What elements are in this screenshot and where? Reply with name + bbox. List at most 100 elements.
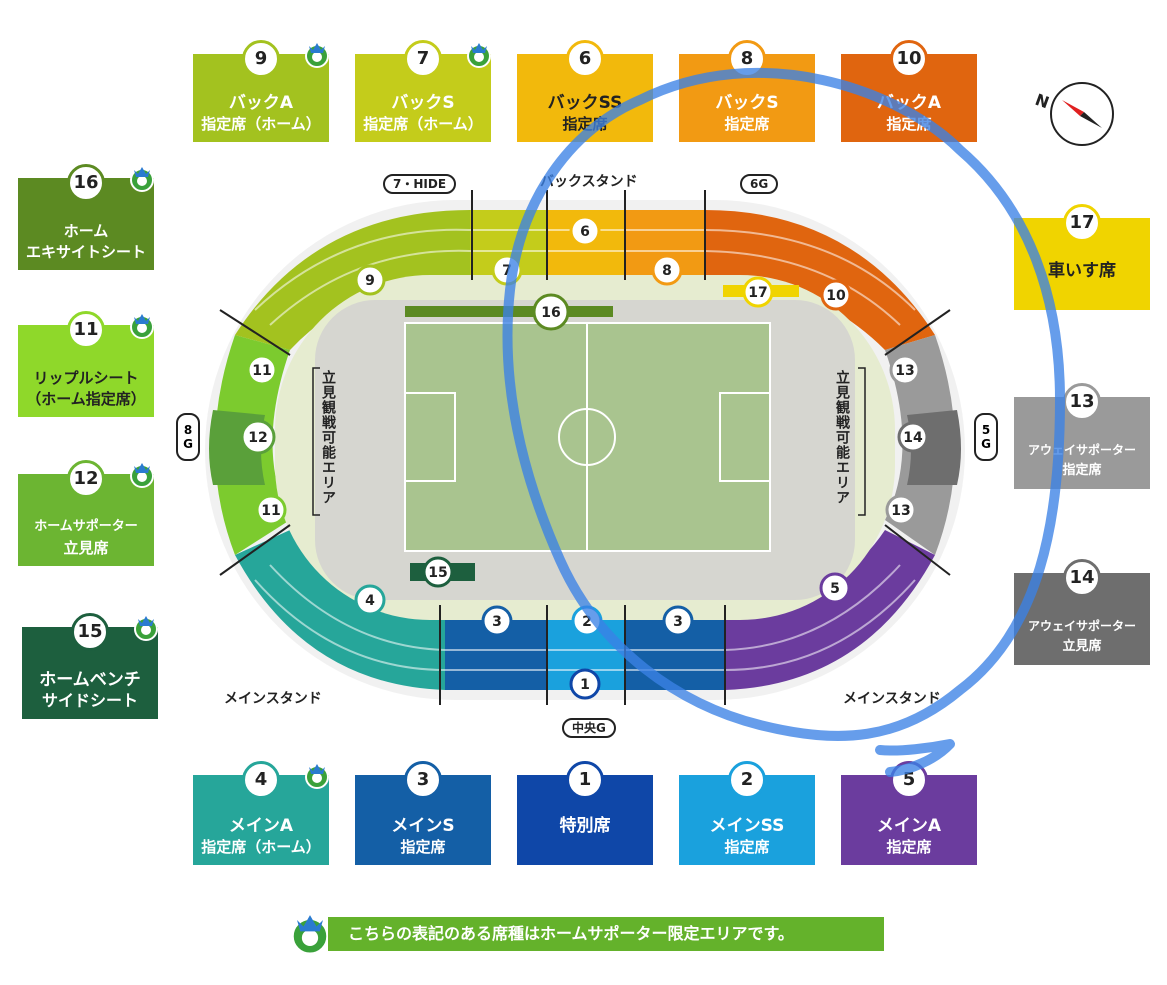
marker-1-label: 1: [580, 677, 590, 693]
seat-number-badge: 10: [890, 40, 928, 78]
seat-card-5[interactable]: 5 メインA 指定席: [841, 761, 977, 865]
marker-12-label: 12: [248, 430, 267, 446]
marker-13-top-label: 13: [895, 363, 914, 379]
stadium-map: 9 7 6 8 17 10 16 11 12 11 13 14 13 15 4 …: [205, 190, 965, 705]
seat-name: リップルシート: [33, 369, 139, 387]
gate-7-hide: 7・HIDE: [383, 174, 457, 194]
marker-2-label: 2: [582, 614, 592, 630]
marker-13-top: [889, 354, 921, 386]
seat-type: 立見席: [1062, 639, 1102, 654]
marker-13-bottom: [885, 494, 917, 526]
marker-6: [569, 215, 601, 247]
seat-type: 指定席: [1062, 463, 1102, 478]
marker-6-label: 6: [580, 224, 590, 240]
standing-area-right-label: 立見観戦可能エリア: [834, 370, 850, 505]
seat-name: 特別席: [559, 816, 611, 836]
gate-central: 中央G: [562, 718, 616, 738]
standing-area-left-label: 立見観戦可能エリア: [320, 370, 336, 505]
marker-8: [651, 254, 683, 286]
marker-12: [240, 419, 276, 455]
seat-name: ホームサポーター: [34, 519, 138, 534]
seat-card-12[interactable]: 12 ホームサポーター 立見席: [18, 460, 154, 566]
marker-10: [820, 279, 852, 311]
seat-type: エキサイトシート: [25, 243, 146, 261]
seat-number-badge: 6: [566, 40, 604, 78]
seat-number-badge: 7: [404, 40, 442, 78]
seat-type: 指定席: [400, 838, 446, 856]
home-emblem-icon: [305, 43, 329, 68]
marker-15-label: 15: [428, 565, 447, 581]
section-9: [235, 210, 470, 350]
seat-name: メインA: [228, 816, 294, 836]
gate-5g: 5G: [974, 413, 998, 461]
seat-number-badge: 17: [1063, 204, 1101, 242]
section-10: [705, 210, 935, 350]
seat-name: ホームベンチ: [39, 670, 141, 690]
seat-type: 指定席: [886, 838, 932, 856]
marker-3-right: [662, 605, 694, 637]
seat-name: バックA: [228, 93, 294, 113]
seat-name: 車いす席: [1048, 261, 1116, 281]
back-stand-label: バックスタンド: [540, 174, 638, 190]
section-3-left: [445, 615, 547, 690]
seat-number-badge: 11: [67, 311, 105, 349]
marker-13-bottom-label: 13: [891, 503, 910, 519]
compass-icon: N: [1033, 82, 1114, 146]
seat-card-1[interactable]: 1 特別席: [517, 761, 653, 865]
marker-4-label: 4: [365, 593, 375, 609]
marker-11-bottom: [255, 494, 287, 526]
marker-3-right-label: 3: [673, 614, 683, 630]
home-only-legend: こちらの表記のある席種はホームサポーター限定エリアです。: [328, 917, 884, 951]
seat-type: サイドシート: [41, 691, 138, 710]
marker-9-label: 9: [365, 273, 375, 289]
seat-card-7[interactable]: 7 バックS 指定席（ホーム）: [355, 40, 491, 142]
marker-3-left-label: 3: [492, 614, 502, 630]
seat-type: 指定席: [724, 838, 770, 856]
seat-type: （ホーム指定席）: [26, 390, 146, 408]
seat-name: メインA: [876, 816, 942, 836]
seat-card-9[interactable]: 9 バックA 指定席（ホーム）: [193, 40, 329, 142]
marker-17-label: 17: [748, 285, 767, 301]
seat-card-3[interactable]: 3 メインS 指定席: [355, 761, 491, 865]
seat-card-11[interactable]: 11 リップルシート （ホーム指定席）: [18, 311, 154, 417]
seat-type: 指定席: [724, 115, 770, 133]
seat-name: メインSS: [709, 816, 785, 836]
seat-card-15[interactable]: 15 ホームベンチ サイドシート: [22, 613, 158, 719]
section-8: [625, 210, 705, 275]
gate-6g: 6G: [740, 174, 779, 194]
seat-name: バックSS: [547, 93, 623, 113]
home-emblem-icon: [467, 43, 491, 68]
marker-5-label: 5: [830, 581, 840, 597]
marker-8-label: 8: [662, 263, 672, 279]
seat-number-badge: 14: [1063, 559, 1101, 597]
compass-north-label: N: [1033, 90, 1052, 112]
marker-4: [354, 584, 386, 616]
marker-14-label: 14: [903, 430, 923, 446]
marker-1: [569, 668, 601, 700]
seat-name: バックS: [715, 93, 779, 113]
seat-card-6[interactable]: 6 バックSS 指定席: [517, 40, 653, 142]
seat-card-10[interactable]: 10 バックA 指定席: [841, 40, 977, 142]
seat-card-2[interactable]: 2 メインSS 指定席: [679, 761, 815, 865]
seat-number-badge: 9: [242, 40, 280, 78]
marker-5: [819, 572, 851, 604]
seat-type: 立見席: [63, 539, 109, 557]
main-stand-right-label: メインスタンド: [843, 691, 941, 707]
seat-type: 指定席（ホーム）: [363, 115, 483, 133]
main-stand-left-label: メインスタンド: [224, 691, 322, 707]
seat-card-4[interactable]: 4 メインA 指定席（ホーム）: [193, 761, 329, 865]
seat-name: バックS: [391, 93, 455, 113]
home-emblem-icon: [290, 915, 330, 956]
section-5: [725, 530, 935, 690]
seat-number-badge: 2: [728, 761, 766, 799]
marker-3-left: [481, 605, 513, 637]
seat-type: 指定席（ホーム）: [201, 115, 321, 133]
home-emblem-icon: [130, 314, 154, 339]
home-emblem-icon: [130, 463, 154, 488]
seat-card-17[interactable]: 17 車いす席: [1014, 204, 1150, 310]
seat-card-16[interactable]: 16 ホーム エキサイトシート: [18, 164, 154, 270]
seat-number-badge: 3: [404, 761, 442, 799]
marker-16: [532, 293, 570, 331]
seat-name: メインS: [391, 816, 455, 836]
